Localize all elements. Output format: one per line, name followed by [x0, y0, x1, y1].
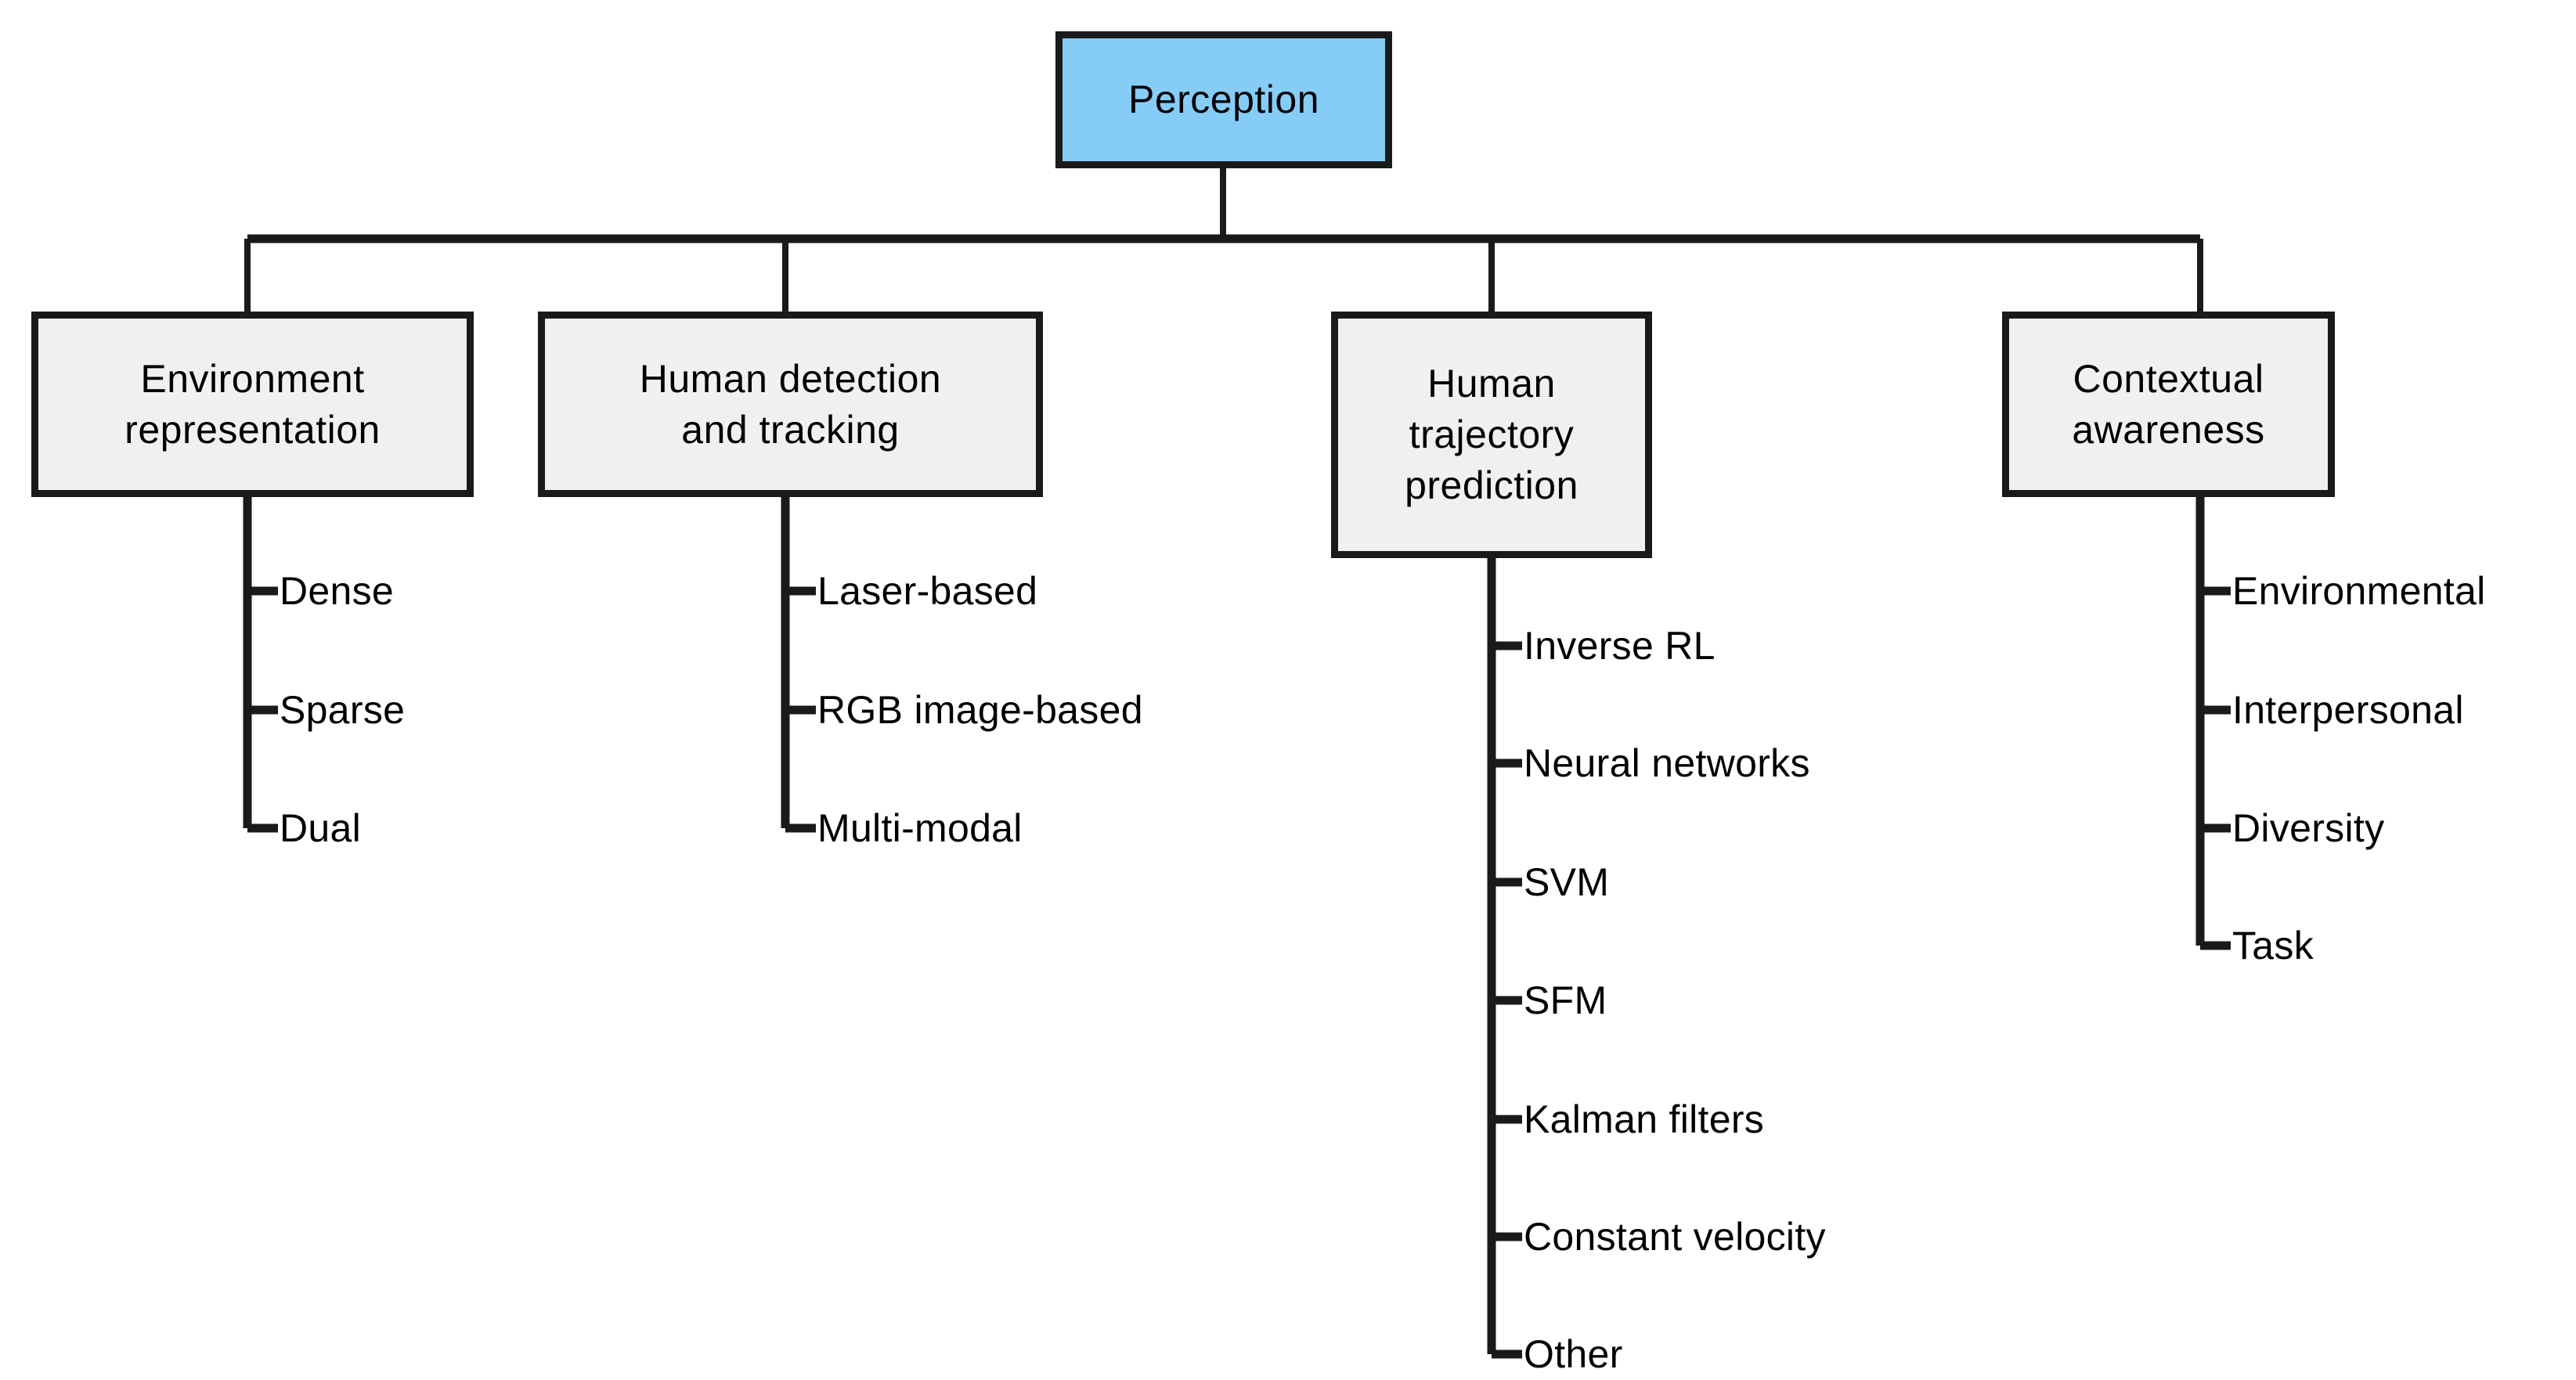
- leaf-item-environmental[interactable]: Environmental: [2232, 569, 2486, 613]
- leaf-item-diversity[interactable]: Diversity: [2232, 806, 2385, 850]
- branch-node-label: Human trajectory prediction: [1405, 362, 1578, 507]
- leaf-item-other[interactable]: Other: [1524, 1332, 1623, 1376]
- leaf-item-dense[interactable]: Dense: [280, 569, 395, 613]
- leaf-item-task[interactable]: Task: [2232, 924, 2314, 967]
- leaf-item-sfm[interactable]: SFM: [1524, 978, 1607, 1022]
- leaf-item-laser-based[interactable]: Laser-based: [817, 569, 1038, 613]
- leaf-item-inverse-rl[interactable]: Inverse RL: [1524, 624, 1716, 668]
- leaf-item-kalman-filters[interactable]: Kalman filters: [1524, 1097, 1765, 1141]
- leaf-item-dual[interactable]: Dual: [280, 806, 362, 850]
- branch-node-environment-representation[interactable]: Environment representation: [31, 312, 474, 497]
- root-node-perception[interactable]: Perception: [1055, 31, 1392, 168]
- leaf-item-multi-modal[interactable]: Multi-modal: [817, 806, 1023, 850]
- leaf-item-svm[interactable]: SVM: [1524, 860, 1610, 904]
- leaf-item-constant-velocity[interactable]: Constant velocity: [1524, 1215, 1826, 1259]
- branch-node-human-detection-and-tracking[interactable]: Human detection and tracking: [538, 312, 1043, 497]
- leaf-item-rgb-image-based[interactable]: RGB image-based: [817, 688, 1143, 732]
- leaf-item-neural-networks[interactable]: Neural networks: [1524, 741, 1810, 785]
- root-node-label: Perception: [1127, 77, 1320, 121]
- leaf-item-sparse[interactable]: Sparse: [280, 688, 406, 732]
- branch-node-human-trajectory-prediction[interactable]: Human trajectory prediction: [1331, 312, 1652, 558]
- branch-node-label: Contextual awareness: [2072, 356, 2265, 452]
- leaf-item-interpersonal[interactable]: Interpersonal: [2232, 688, 2464, 732]
- branch-node-contextual-awareness[interactable]: Contextual awareness: [2002, 312, 2335, 497]
- branch-node-label: Human detection and tracking: [639, 356, 942, 452]
- branch-node-label: Environment representation: [124, 356, 381, 452]
